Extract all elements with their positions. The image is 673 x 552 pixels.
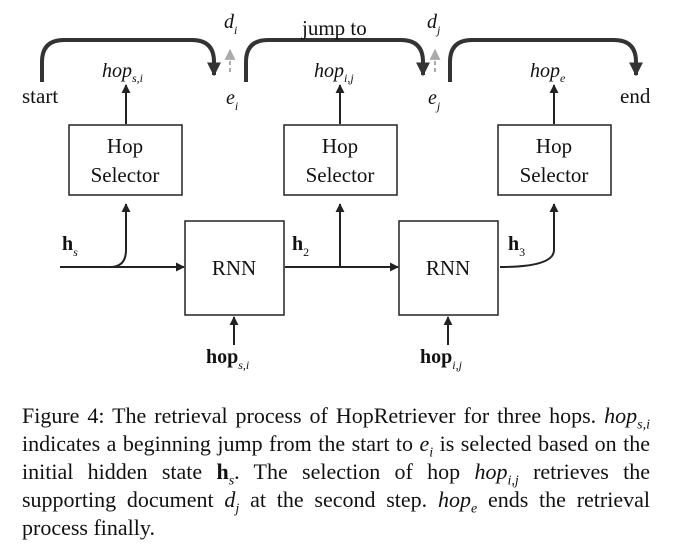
hop-selector-3-line2: Selector <box>520 163 589 187</box>
entity-j-label: ej <box>428 87 441 113</box>
doc-j-label: dj <box>427 11 441 37</box>
h-2-label: h2 <box>292 233 309 259</box>
hop-selector-2-line2: Selector <box>306 163 375 187</box>
hop-selector-1-line2: Selector <box>91 163 160 187</box>
input-hop-ij-label: hopi,j <box>420 346 463 372</box>
rnn-cell-2 <box>398 220 499 316</box>
hop-selector-2 <box>283 124 398 196</box>
rnn-cell-1-label: RNN <box>212 256 256 280</box>
figure-caption: Figure 4: The retrieval process of HopRe… <box>22 403 650 540</box>
jump-arc-i-j <box>244 38 430 82</box>
doc-i-label: di <box>224 11 237 37</box>
hop-selector-1-line1: Hop <box>107 134 143 158</box>
hop-ij-output-label: hopi,j <box>314 60 354 85</box>
h-3-label: h3 <box>508 233 525 259</box>
jump-arc-start <box>40 38 221 82</box>
hop-e-output-label: hope <box>530 60 566 85</box>
hop-selector-1 <box>68 124 183 196</box>
rnn2-to-selector3 <box>499 203 559 268</box>
rnn-cell-2-label: RNN <box>426 256 470 280</box>
jump-to-label: jump to <box>301 16 367 40</box>
hs-to-selector1 <box>109 203 131 268</box>
hop-selector-2-line1: Hop <box>322 134 358 158</box>
start-label: start <box>22 84 58 108</box>
end-label: end <box>620 84 651 108</box>
hop-selector-3-line1: Hop <box>536 134 572 158</box>
jump-arc-end <box>448 38 643 82</box>
hop-si-output-label: hops,i <box>102 60 143 85</box>
retrieval-diagram: start end jump to di dj ei ej hops,i hop… <box>22 11 651 372</box>
hop-selector-3 <box>497 124 612 196</box>
h-s-label: hs <box>62 233 78 259</box>
input-hop-si-label: hops,i <box>206 346 249 372</box>
rnn-cell-1 <box>184 220 285 316</box>
entity-i-label: ei <box>226 87 238 113</box>
